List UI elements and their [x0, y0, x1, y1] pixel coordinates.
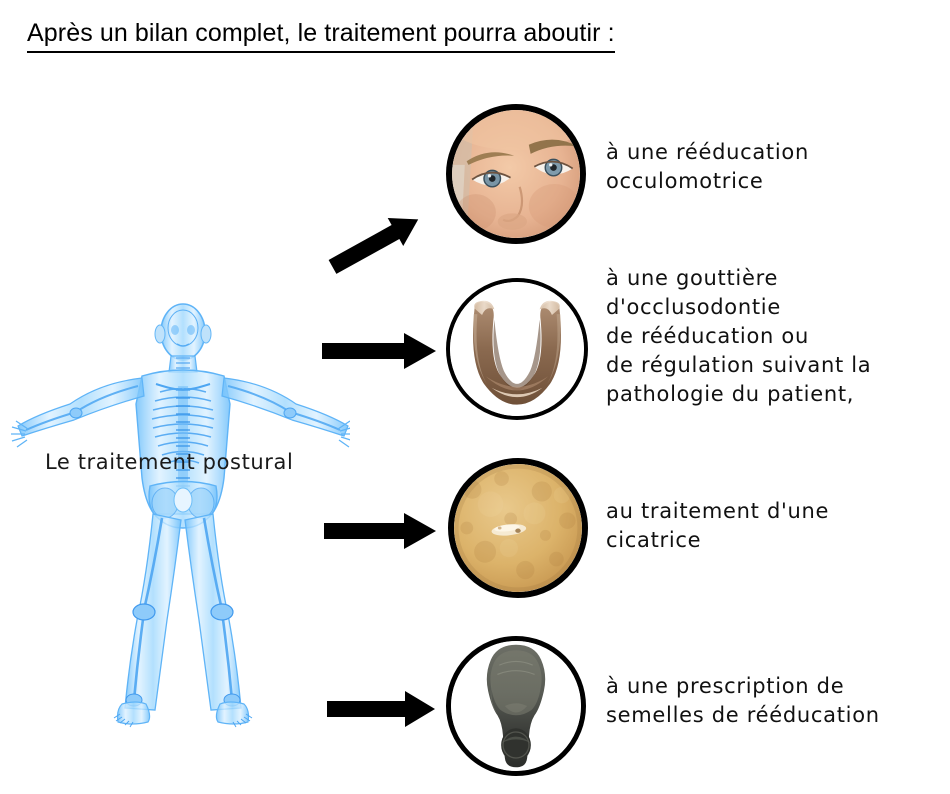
dental-splint-photo	[446, 278, 588, 420]
anatomical-body-xray-icon	[10, 300, 350, 730]
arrow-right-icon-splint	[320, 332, 440, 370]
body-figure-label: Le traitement postural	[45, 450, 294, 474]
arrow-right-icon-scar	[322, 512, 440, 550]
caption-occulomotor: à une rééducation occulomotrice	[606, 140, 809, 193]
face-eyes-photo	[446, 104, 586, 244]
caption-insoles-prescription: à une prescription de semelles de rééduc…	[606, 674, 880, 727]
orthotic-insole-photo	[446, 636, 586, 776]
arrow-diagonal-up-right-icon	[326, 205, 436, 275]
page-title: Après un bilan complet, le traitement po…	[27, 19, 615, 53]
caption-scar-treatment: au traitement d'une cicatrice	[606, 499, 830, 552]
caption-occlusodontic-splint: à une gouttière d'occlusodontie de réédu…	[606, 266, 872, 406]
abdominal-scar-photo	[448, 458, 588, 598]
arrow-right-icon-insole	[325, 690, 439, 728]
